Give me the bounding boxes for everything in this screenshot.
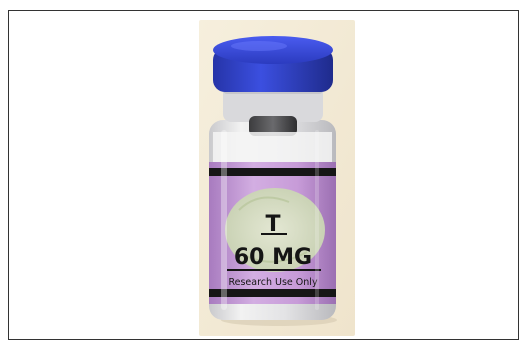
label-band-bottom — [209, 289, 336, 297]
label-letter: T — [265, 212, 280, 237]
vial-stopper — [249, 116, 297, 136]
label-dose: 60 MG — [234, 245, 312, 270]
label-disclaimer: Research Use Only — [228, 277, 318, 288]
vial-photo: T 60 MG Research Use Only — [199, 20, 355, 336]
label-band-top — [209, 168, 336, 176]
vial-illustration: T 60 MG Research Use Only — [199, 20, 355, 336]
label-center-patch — [225, 188, 325, 272]
